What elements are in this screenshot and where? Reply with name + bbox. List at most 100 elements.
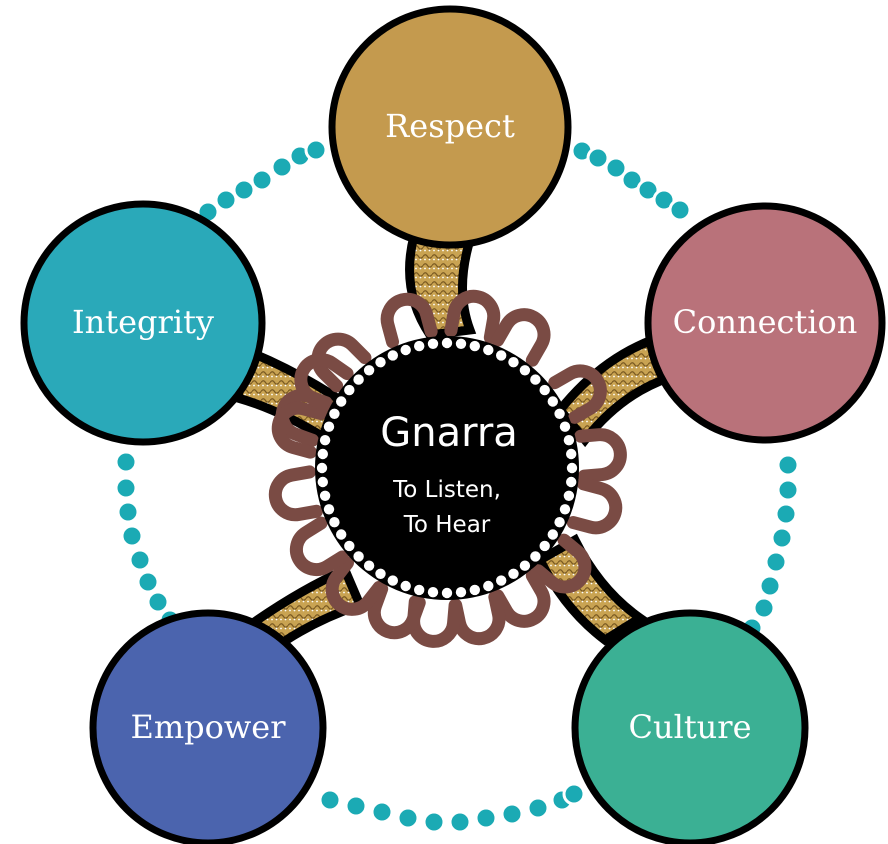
- node-integrity: Integrity: [20, 200, 266, 446]
- white-bead: [519, 365, 531, 376]
- white-bead: [483, 344, 494, 356]
- white-bead: [566, 462, 578, 474]
- node-connection-label: Connection: [673, 303, 858, 341]
- bead: [500, 802, 524, 826]
- white-bead: [547, 529, 558, 540]
- white-bead: [353, 374, 364, 385]
- white-bead: [559, 504, 571, 515]
- node-integrity-label: Integrity: [72, 303, 214, 341]
- u-shape: [294, 353, 354, 413]
- bead: [620, 168, 644, 192]
- white-bead: [319, 435, 331, 446]
- bead: [474, 806, 498, 830]
- bead: [304, 138, 328, 162]
- white-bead: [317, 448, 328, 460]
- bead: [214, 188, 238, 212]
- white-bead: [496, 575, 507, 586]
- white-bead: [316, 462, 328, 474]
- white-bead: [519, 560, 531, 571]
- white-bead: [563, 490, 575, 501]
- u-shape: [268, 465, 324, 522]
- white-bead: [539, 384, 550, 396]
- u-shape: [325, 556, 386, 616]
- white-bead: [363, 365, 375, 376]
- center-circle: Gnarra To Listen, To Hear: [315, 336, 579, 600]
- white-bead: [554, 408, 565, 419]
- white-bead: [441, 337, 453, 349]
- white-bead: [427, 587, 439, 598]
- bead: [146, 590, 170, 614]
- bead: [774, 502, 798, 526]
- white-bead: [414, 584, 425, 596]
- bead: [396, 806, 420, 830]
- bead: [604, 156, 628, 180]
- white-bead: [469, 584, 480, 596]
- white-bead: [554, 517, 565, 528]
- u-shape: [380, 292, 438, 349]
- white-bead: [427, 338, 439, 349]
- white-bead: [455, 587, 467, 598]
- white-bead: [323, 504, 335, 515]
- white-bead: [329, 517, 340, 528]
- bead: [370, 800, 394, 824]
- node-respect-label: Respect: [385, 107, 515, 145]
- white-bead: [547, 396, 558, 407]
- white-bead: [363, 560, 375, 571]
- white-bead: [323, 421, 335, 432]
- node-connection: Connection: [644, 202, 886, 444]
- white-bead: [329, 408, 340, 419]
- bead: [120, 524, 144, 548]
- bead: [270, 155, 294, 179]
- white-bead: [344, 540, 355, 552]
- bead: [776, 478, 800, 502]
- node-respect: Respect: [328, 5, 572, 249]
- bead: [128, 548, 152, 572]
- u-shape: [367, 582, 426, 640]
- white-bead: [508, 568, 519, 579]
- bead: [232, 178, 256, 202]
- white-bead: [469, 340, 480, 352]
- connector-respect: [405, 231, 477, 340]
- white-bead: [530, 551, 541, 562]
- u-shape: [289, 516, 349, 577]
- node-integrity-circle: [20, 200, 266, 446]
- node-connection-circle: [644, 202, 886, 444]
- node-culture-circle: [571, 609, 809, 844]
- white-bead: [400, 580, 411, 592]
- bead: [526, 796, 550, 820]
- bead: [114, 476, 138, 500]
- bead-arcs: [114, 138, 800, 834]
- white-bead: [344, 384, 355, 396]
- bead: [586, 146, 610, 170]
- node-empower-circle: [89, 609, 327, 844]
- center-bead-ring: [316, 337, 578, 599]
- bead: [764, 550, 788, 574]
- bead: [752, 596, 776, 620]
- bead: [116, 500, 140, 524]
- bead: [318, 788, 342, 812]
- center-subtitle-line2: To Hear: [403, 512, 491, 538]
- bead: [770, 526, 794, 550]
- bead: [636, 178, 660, 202]
- white-bead: [563, 435, 575, 446]
- u-shape: [444, 289, 501, 345]
- center-title: Gnarra: [380, 410, 518, 456]
- bead: [652, 188, 676, 212]
- white-bead: [319, 490, 331, 501]
- white-bead: [353, 551, 364, 562]
- u-shape-ring: [268, 289, 627, 648]
- bead: [344, 794, 368, 818]
- white-bead: [375, 357, 386, 368]
- white-bead: [530, 374, 541, 385]
- bead: [422, 810, 446, 834]
- u-shape: [574, 428, 627, 483]
- node-culture: Culture: [571, 609, 809, 844]
- node-empower-label: Empower: [130, 708, 286, 746]
- white-bead: [317, 476, 328, 488]
- white-bead: [414, 340, 425, 352]
- u-shape: [271, 401, 328, 459]
- white-bead: [539, 540, 550, 552]
- bead: [448, 810, 472, 834]
